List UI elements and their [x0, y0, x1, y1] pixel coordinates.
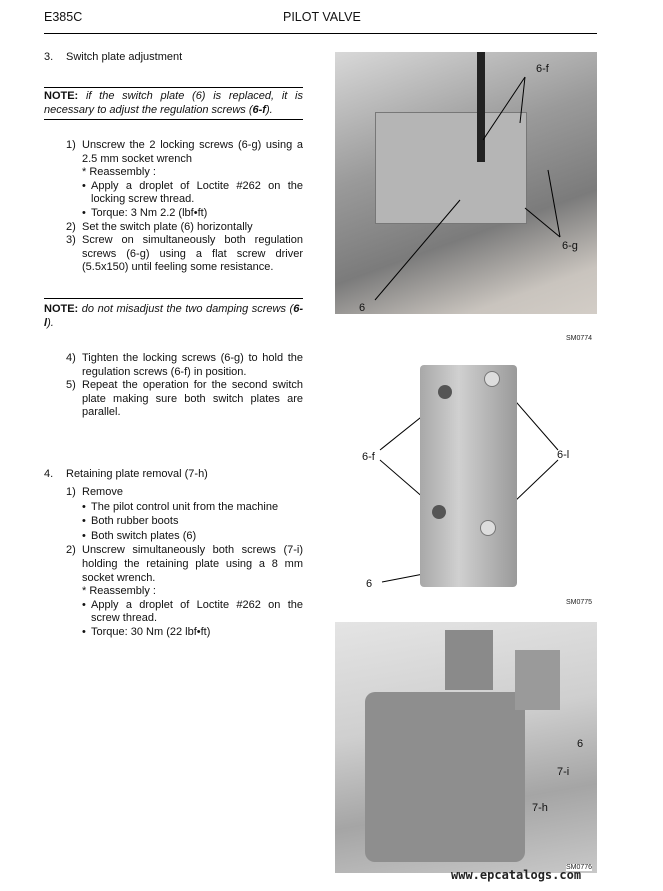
step: 4) Tighten the locking screws (6-g) to ho…	[44, 352, 303, 379]
step-text: Unscrew simultaneously both screws (7-i)…	[82, 544, 303, 584]
callout-label: 7-i	[557, 766, 570, 778]
callout-label: 6	[366, 578, 373, 590]
step-number: 1)	[66, 139, 76, 151]
section-title: Retaining plate removal (7-h)	[66, 468, 208, 480]
photo-retaining-plate	[335, 622, 597, 873]
note-ref: 6-f	[252, 103, 266, 116]
note-ref: 6-l	[44, 303, 303, 329]
step-number: 2)	[66, 220, 76, 233]
step-number: 2)	[66, 544, 76, 557]
note-label: NOTE:	[44, 303, 79, 315]
section-3-steps: 1) Unscrew the 2 locking screws (6-g) usi…	[44, 139, 303, 275]
reassembly-label: * Reassembly :	[82, 585, 156, 598]
note-text: if the switch plate (6) is replaced, it …	[44, 90, 303, 116]
switch-plate	[445, 630, 493, 690]
section-4-heading: 4. Retaining plate removal (7-h)	[44, 468, 303, 482]
section-3-steps-continued: 4) Tighten the locking screws (6-g) to ho…	[44, 352, 303, 420]
figure-code: SM0775	[566, 599, 593, 606]
callout-label: 7-h	[532, 802, 548, 814]
photo-switch-plate	[420, 365, 517, 587]
switch-plate	[515, 650, 560, 710]
bullet: Both switch plates (6)	[44, 530, 303, 544]
screwdriver	[477, 52, 485, 162]
step-text: Unscrew the 2 locking screws (6-g) using…	[82, 139, 303, 165]
section-number: 3.	[44, 51, 54, 63]
step-number: 4)	[66, 352, 76, 364]
section-number: 4.	[44, 468, 54, 480]
step-number: 3)	[66, 234, 76, 247]
note-2: NOTE: do not misadjust the two damping s…	[44, 303, 303, 330]
step-text: Remove	[82, 486, 123, 498]
callout-label: 6	[359, 302, 366, 314]
note-1: NOTE: if the switch plate (6) is replace…	[44, 90, 303, 117]
step: 5) Repeat the operation for the second sw…	[44, 379, 303, 420]
bullet: Apply a droplet of Loctite #262 on the l…	[44, 180, 303, 207]
reassembly-label: * Reassembly :	[82, 166, 156, 179]
bullet: Torque: 30 Nm (22 lbf•ft)	[44, 626, 303, 640]
page-title: PILOT VALVE	[283, 10, 361, 24]
step-text: Screw on simultaneously both regulation …	[82, 234, 303, 274]
step-text: Repeat the operation for the second swit…	[82, 379, 303, 419]
bullet: The pilot control unit from the machine	[44, 501, 303, 515]
watermark: www.epcatalogs.com	[451, 868, 582, 882]
note-rule	[44, 119, 303, 120]
step-text: Set the switch plate (6) horizontally	[82, 220, 253, 233]
callout-label: 6-f	[536, 63, 549, 75]
note-label: NOTE:	[44, 90, 79, 102]
valve-body	[375, 112, 527, 224]
step: 3) Screw on simultaneously both regulatio…	[44, 234, 303, 275]
note-text-end: ).	[265, 103, 273, 116]
section-3-heading: 3. Switch plate adjustment	[44, 51, 303, 65]
callout-label: 6-l	[557, 449, 570, 461]
callout-label: 6-g	[562, 240, 578, 252]
section-4-steps: 1) Remove The pilot control unit from the…	[44, 486, 303, 640]
section-title: Switch plate adjustment	[66, 51, 183, 63]
step-text: Tighten the locking screws (6-g) to hold…	[82, 352, 303, 378]
note-text: do not misadjust the two damping screws …	[81, 303, 294, 315]
figure-code: SM0776	[566, 864, 593, 871]
valve-base	[365, 692, 525, 862]
step: 2) Unscrew simultaneously both screws (7-…	[44, 544, 303, 585]
model-header: E385C	[44, 10, 83, 24]
callout-label: 6	[577, 738, 584, 750]
step-number: 1)	[66, 486, 76, 498]
figure-code: SM0774	[566, 335, 593, 342]
bullet: Apply a droplet of Loctite #262 on the s…	[44, 599, 303, 626]
note-rule	[44, 298, 303, 299]
step: 1) Unscrew the 2 locking screws (6-g) usi…	[44, 139, 303, 166]
bullet: Torque: 3 Nm 2.2 (lbf•ft)	[44, 207, 303, 221]
step: 2) Set the switch plate (6) horizontally	[44, 221, 303, 235]
bullet: Both rubber boots	[44, 515, 303, 529]
callout-label: 6-f	[362, 451, 375, 463]
note-text-end: ).	[47, 316, 54, 329]
note-rule	[44, 87, 303, 88]
step: 1) Remove	[44, 486, 303, 500]
step-number: 5)	[66, 379, 76, 392]
header-rule	[44, 33, 597, 34]
